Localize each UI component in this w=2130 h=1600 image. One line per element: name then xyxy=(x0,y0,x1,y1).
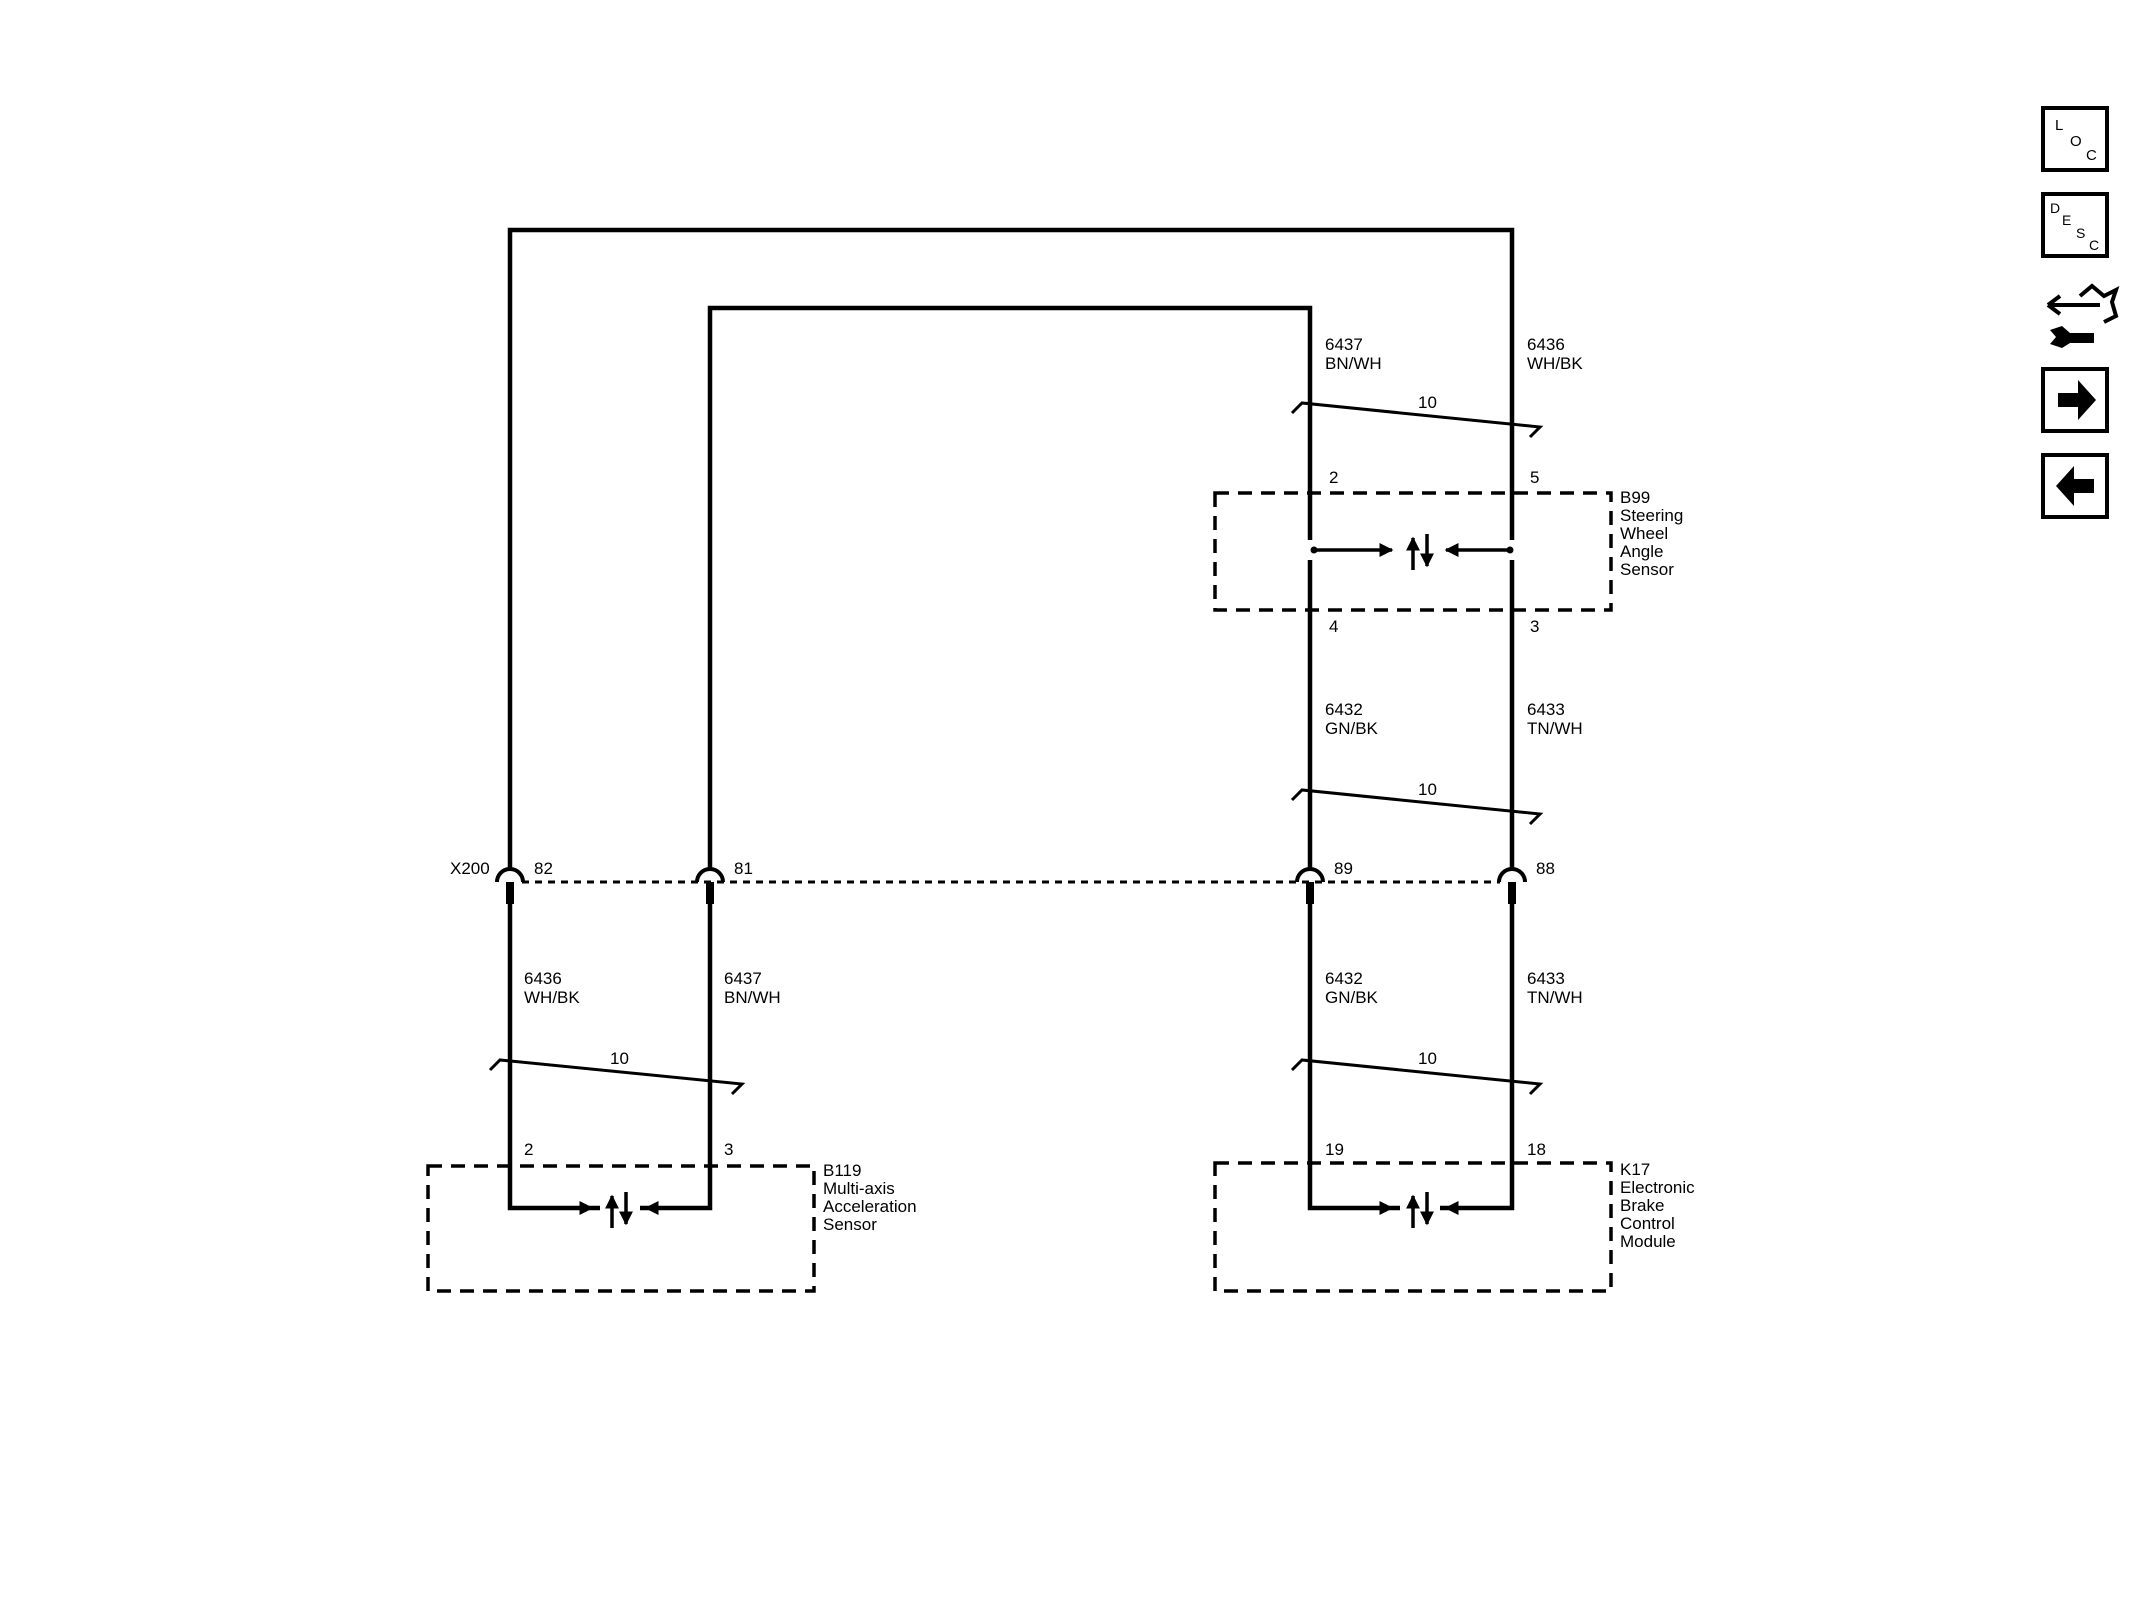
loc-letter: C xyxy=(2086,147,2097,164)
twisted-pair-k17: 10 xyxy=(1290,1049,1544,1096)
component-pin-label: 3 xyxy=(1530,617,1539,636)
component-pin-label: 3 xyxy=(724,1140,733,1159)
connector-pin-label: 82 xyxy=(534,859,553,878)
wire-circuit-label: 6436 xyxy=(1527,335,1565,354)
wire-circuit-label: 6433 xyxy=(1527,969,1565,988)
component-name-label: Acceleration xyxy=(823,1197,917,1216)
twisted-pair-label: 10 xyxy=(1418,393,1437,412)
wire-color-label: GN/BK xyxy=(1325,988,1379,1007)
component-pin-label: 4 xyxy=(1329,617,1338,636)
desc-button[interactable]: D E S C xyxy=(2041,192,2109,258)
component-pin-label: 5 xyxy=(1530,468,1539,487)
component-name-label: Sensor xyxy=(823,1215,877,1234)
component-pin-label: 19 xyxy=(1325,1140,1344,1159)
lower-wires xyxy=(507,890,1515,1211)
component-name-label: Electronic xyxy=(1620,1178,1695,1197)
wire-6437-loop xyxy=(707,305,1313,870)
component-name-label: Wheel xyxy=(1620,524,1668,543)
connector-pin-label: 81 xyxy=(734,859,753,878)
bidirectional-data-icon xyxy=(605,1192,633,1228)
wire-color-label: WH/BK xyxy=(524,988,580,1007)
bidirectional-data-icon xyxy=(1406,534,1434,570)
component-pin-label: 2 xyxy=(524,1140,533,1159)
desc-letter: E xyxy=(2062,212,2071,228)
connector-pin-label: 89 xyxy=(1334,859,1353,878)
wire-color-label: BN/WH xyxy=(724,988,781,1007)
wire-6436-lower xyxy=(507,890,600,1211)
wire-circuit-label: 6437 xyxy=(724,969,762,988)
forward-arrow-icon xyxy=(2058,380,2096,420)
wire-color-label: WH/BK xyxy=(1527,354,1583,373)
connector-pin-81 xyxy=(695,867,725,904)
connector-pin-89 xyxy=(1295,867,1325,904)
wire-6433-lower xyxy=(1440,890,1515,1211)
component-name-label: Module xyxy=(1620,1232,1676,1251)
component-id-label: B99 xyxy=(1620,488,1650,507)
component-b119[interactable]: 2 3 B119 Multi-axis Acceleration Sensor xyxy=(426,1140,917,1293)
component-b119-outline xyxy=(426,1164,816,1293)
back-button[interactable] xyxy=(2041,453,2109,519)
connector-pin-88 xyxy=(1497,867,1527,904)
wire-labels: 6437 BN/WH 6436 WH/BK 6432 GN/BK 6433 TN… xyxy=(524,335,1583,1007)
connector-id-label: X200 xyxy=(450,859,490,878)
component-b99-outline xyxy=(1213,491,1613,612)
wire-6437-lower xyxy=(640,890,713,1211)
forward-button[interactable] xyxy=(2041,367,2109,433)
component-id-label: K17 xyxy=(1620,1160,1650,1179)
twisted-pair-b99-top: 10 xyxy=(1290,393,1544,439)
desc-letter: C xyxy=(2089,237,2099,253)
connector-pin-82 xyxy=(495,867,525,904)
component-name-label: Multi-axis xyxy=(823,1179,895,1198)
component-id-label: B119 xyxy=(823,1161,861,1180)
wire-color-label: BN/WH xyxy=(1325,354,1382,373)
loc-button[interactable]: L O C xyxy=(2041,106,2109,172)
component-k17-outline xyxy=(1213,1161,1613,1293)
twisted-pair-label: 10 xyxy=(1418,1049,1437,1068)
wire-circuit-label: 6432 xyxy=(1325,969,1363,988)
wire-color-label: TN/WH xyxy=(1527,719,1583,738)
twisted-pair-b119: 10 xyxy=(488,1049,746,1096)
component-name-label: Sensor xyxy=(1620,560,1674,579)
wire-circuit-label: 6436 xyxy=(524,969,562,988)
twisted-pair-b99-bottom: 10 xyxy=(1290,780,1544,826)
component-name-label: Angle xyxy=(1620,542,1663,561)
desc-letter: D xyxy=(2050,200,2060,216)
wire-6432-lower xyxy=(1307,890,1400,1211)
bidirectional-data-icon xyxy=(1406,1192,1434,1228)
loc-letter: L xyxy=(2055,117,2063,134)
component-b99[interactable]: 2 5 4 3 B99 Steering Wheel Angle Sensor xyxy=(1213,468,1683,636)
component-pin-label: 2 xyxy=(1329,468,1338,487)
loc-letter: O xyxy=(2070,133,2082,150)
component-name-label: Control xyxy=(1620,1214,1675,1233)
component-k17[interactable]: 19 18 K17 Electronic Brake Control Modul… xyxy=(1213,1140,1695,1293)
component-locator-icon[interactable] xyxy=(2046,283,2120,348)
desc-letter: S xyxy=(2076,225,2085,241)
connector-x200[interactable]: X200 82 81 89 88 xyxy=(450,859,1555,904)
component-name-label: Brake xyxy=(1620,1196,1664,1215)
twisted-pair-label: 10 xyxy=(610,1049,629,1068)
connector-pin-label: 88 xyxy=(1536,859,1555,878)
wire-color-label: TN/WH xyxy=(1527,988,1583,1007)
twisted-pair-label: 10 xyxy=(1418,780,1437,799)
wire-circuit-label: 6432 xyxy=(1325,700,1363,719)
component-pin-label: 18 xyxy=(1527,1140,1546,1159)
nav-toolbar: L O C D E S C xyxy=(2041,106,2120,519)
wire-circuit-label: 6433 xyxy=(1527,700,1565,719)
wire-color-label: GN/BK xyxy=(1325,719,1379,738)
wire-circuit-label: 6437 xyxy=(1325,335,1363,354)
component-name-label: Steering xyxy=(1620,506,1683,525)
back-arrow-icon xyxy=(2056,466,2094,506)
